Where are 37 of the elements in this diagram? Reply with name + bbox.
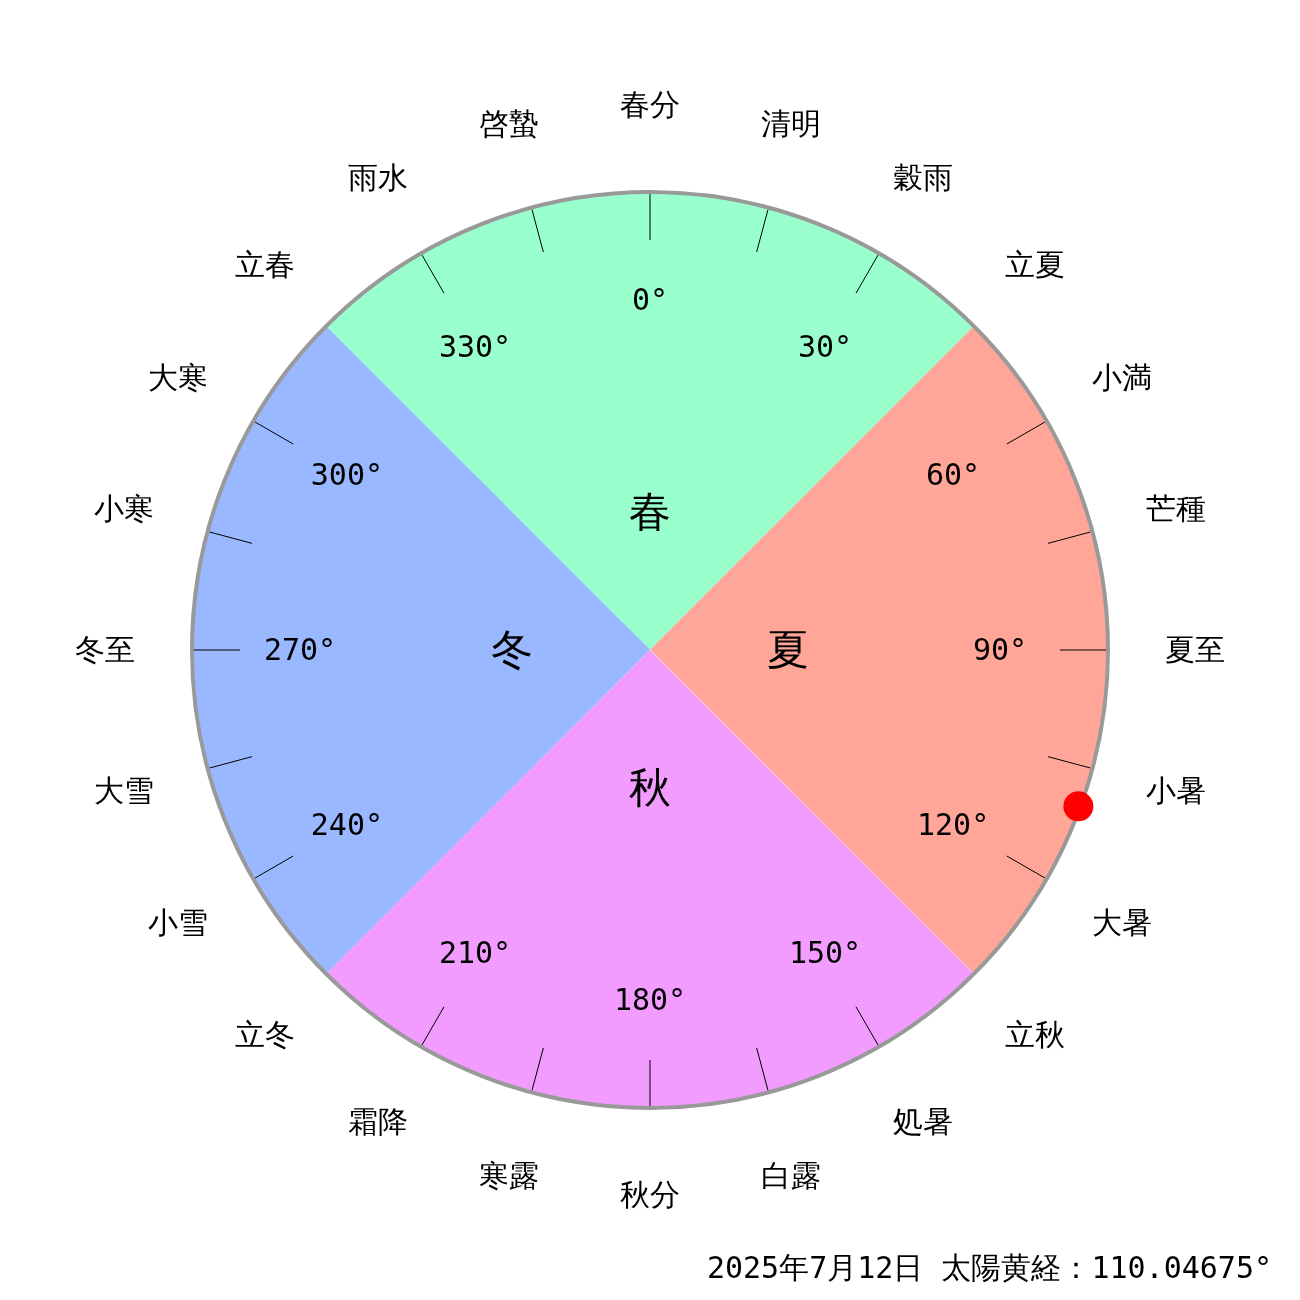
solar-term-label: 冬至	[75, 635, 135, 665]
solar-term-label: 清明	[761, 108, 822, 139]
solar-term-label: 大暑	[1091, 907, 1152, 938]
degree-label: 120°	[916, 810, 990, 840]
solar-term-label: 春分	[620, 90, 680, 120]
solar-term-label: 夏至	[1165, 635, 1225, 665]
solar-term-label: 寒露	[478, 1161, 539, 1192]
degree-label: 180°	[613, 985, 687, 1015]
solar-term-label: 大雪	[93, 776, 154, 807]
season-label: 秋	[629, 767, 671, 809]
solar-term-label: 立夏	[1005, 249, 1066, 280]
solar-term-label: 立秋	[1005, 1020, 1066, 1051]
date-label: 2025年7月12日 太陽黄経：110.04675°	[706, 1253, 1272, 1283]
solar-term-label: 啓蟄	[478, 108, 539, 139]
solar-term-label: 秋分	[620, 1180, 680, 1210]
season-label: 冬	[491, 629, 533, 671]
degree-label: 90°	[972, 635, 1028, 665]
solar-term-label: 小暑	[1146, 776, 1207, 807]
solar-term-label: 立冬	[234, 1020, 295, 1051]
solar-term-label: 芒種	[1146, 493, 1207, 524]
degree-label: 210°	[438, 938, 512, 969]
degree-label: 150°	[788, 938, 862, 969]
solar-term-label: 立春	[234, 249, 295, 280]
degree-label: 0°	[631, 285, 669, 315]
solar-term-label: 小満	[1091, 362, 1152, 393]
solar-term-label: 白露	[761, 1161, 822, 1192]
solar-term-label: 小寒	[93, 493, 154, 524]
degree-label: 60°	[926, 460, 981, 490]
solar-term-label: 小雪	[148, 907, 208, 938]
season-label: 春	[629, 491, 671, 533]
season-label: 夏	[767, 629, 809, 671]
degree-label: 330°	[438, 331, 512, 362]
degree-label: 300°	[310, 460, 383, 490]
solar-term-label: 大寒	[148, 362, 208, 393]
degree-label: 30°	[797, 331, 853, 362]
degree-label: 270°	[263, 635, 337, 665]
degree-label: 240°	[310, 810, 383, 840]
